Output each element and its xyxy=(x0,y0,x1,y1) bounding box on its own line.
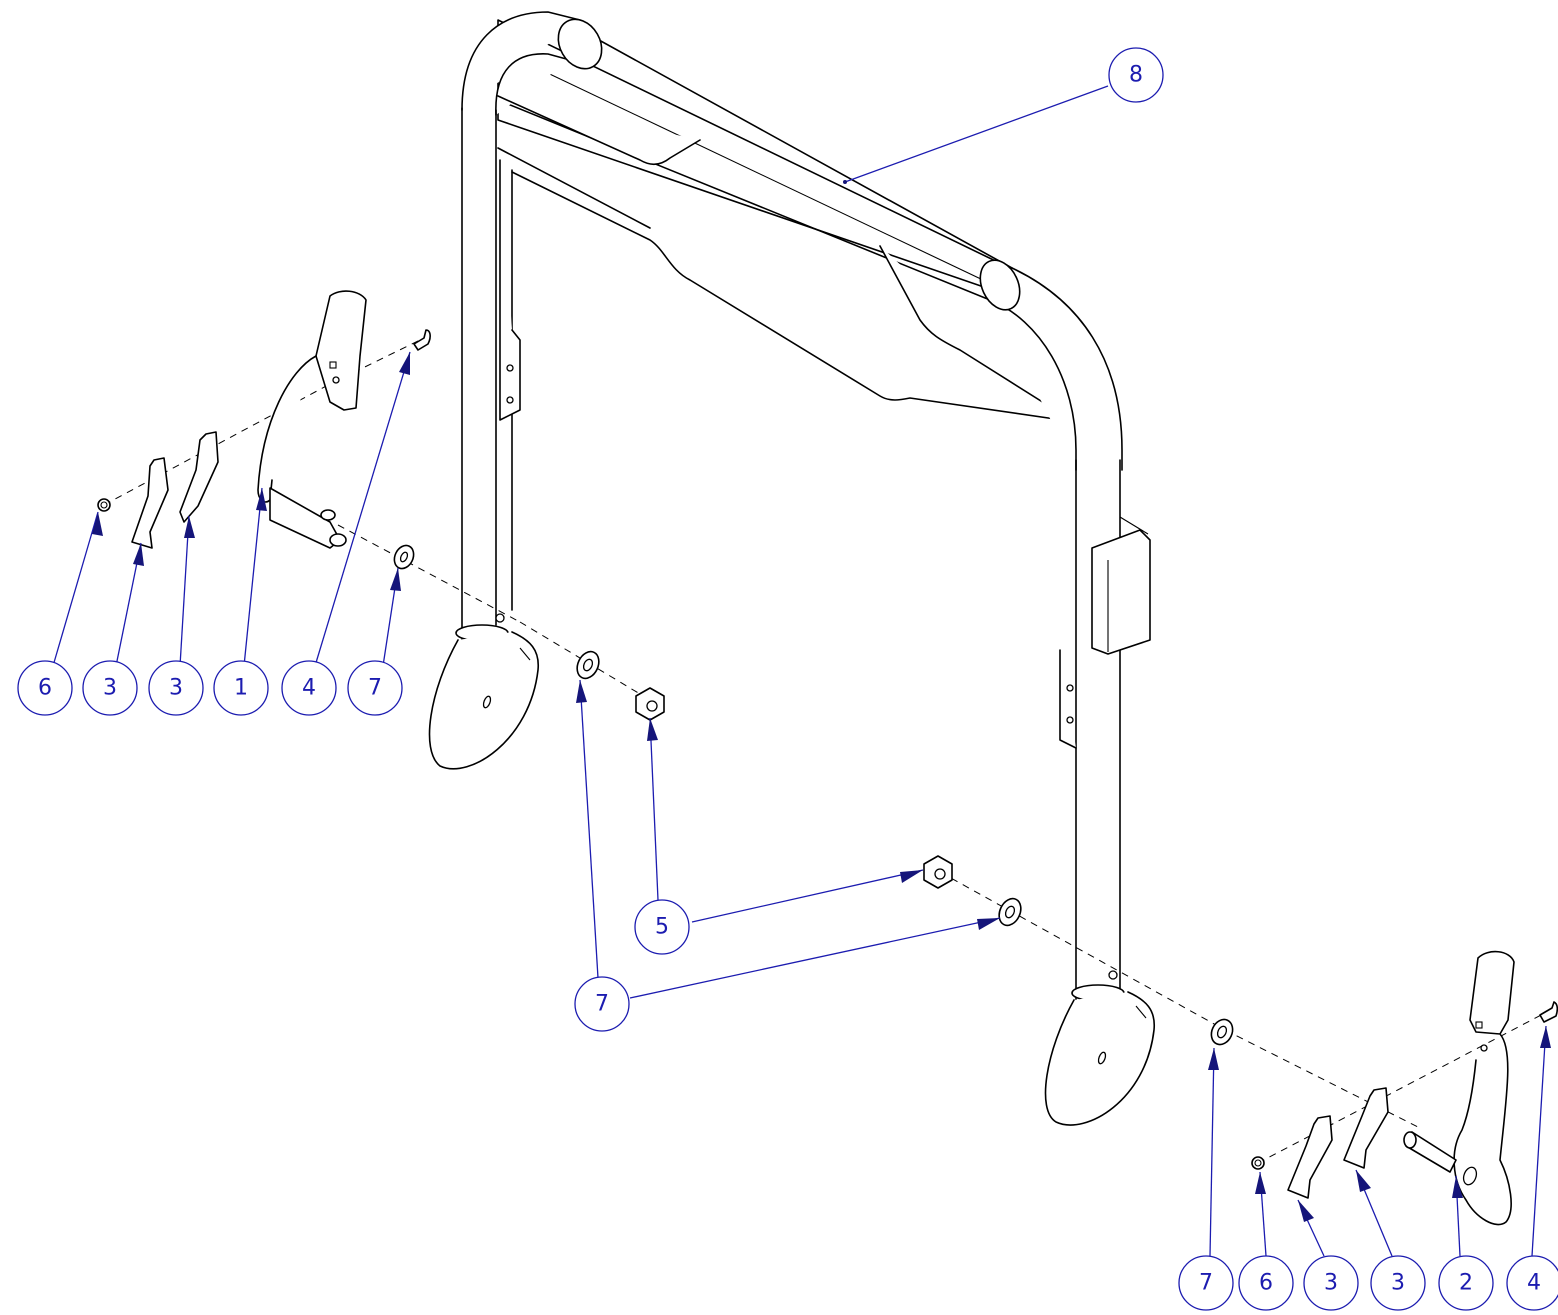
balloon-7-center: 7 xyxy=(574,976,630,1032)
nut-part-6-right xyxy=(1251,1156,1265,1170)
arrowhead-3-right-b xyxy=(1356,1170,1371,1192)
balloon-4-left: 4 xyxy=(281,660,337,716)
clip-part-3-left-a xyxy=(131,457,169,549)
balloon-label: 3 xyxy=(1391,1271,1405,1296)
clip-part-3-right-b xyxy=(1343,1087,1389,1169)
balloon-label: 1 xyxy=(234,676,248,701)
balloon-label: 6 xyxy=(38,676,52,701)
balloons: 6 3 3 1 4 7 8 5 xyxy=(17,47,1558,1311)
arrowhead-6-left xyxy=(92,512,103,536)
arrowhead-1 xyxy=(256,488,267,511)
balloon-3-right-b: 3 xyxy=(1370,1255,1426,1311)
balloon-label: 2 xyxy=(1459,1271,1473,1296)
balloon-1: 1 xyxy=(213,660,269,716)
nut-part-5-lower xyxy=(923,855,953,889)
balloon-label: 5 xyxy=(655,915,669,940)
clip-part-3-right-a xyxy=(1287,1115,1333,1199)
arrowhead-6-right xyxy=(1255,1172,1266,1194)
arrowhead-4-right xyxy=(1540,1026,1551,1048)
arrowhead-5-upper xyxy=(647,718,658,741)
nut-part-6-left xyxy=(97,498,111,512)
clip-part-3-left-b xyxy=(179,431,219,523)
balloon-7-left: 7 xyxy=(347,660,403,716)
arrowhead-3-left-b xyxy=(184,516,195,538)
balloon-label: 3 xyxy=(169,676,183,701)
arrowhead-7-left xyxy=(390,568,401,591)
balloon-5: 5 xyxy=(634,899,690,955)
balloon-3-right-a: 3 xyxy=(1303,1255,1359,1311)
balloon-label: 7 xyxy=(1199,1271,1213,1296)
balloon-label: 4 xyxy=(1527,1271,1541,1296)
bolt-part-4-left xyxy=(413,329,431,351)
balloon-8: 8 xyxy=(1108,47,1164,103)
washer-part-7-center-upper xyxy=(576,650,600,680)
balloon-2: 2 xyxy=(1438,1255,1494,1311)
balloon-label: 7 xyxy=(595,992,609,1017)
leader-lines xyxy=(52,85,1547,1257)
balloon-label: 6 xyxy=(1259,1271,1273,1296)
balloon-label: 8 xyxy=(1129,63,1143,88)
balloon-label: 7 xyxy=(368,676,382,701)
balloon-3-left-b: 3 xyxy=(148,660,204,716)
nut-part-5-upper xyxy=(635,687,665,721)
balloon-3-left-a: 3 xyxy=(82,660,138,716)
balloon-label: 4 xyxy=(302,676,316,701)
arrowhead-7-right xyxy=(1208,1048,1219,1070)
washer-part-7-center-lower xyxy=(998,897,1022,927)
balloon-label: 3 xyxy=(1324,1271,1338,1296)
arrowhead-3-right-a xyxy=(1298,1200,1314,1222)
leader-arrowheads xyxy=(92,352,1551,1222)
washer-part-7-right xyxy=(1210,1018,1234,1046)
bolt-part-4-right xyxy=(1539,1001,1558,1023)
centerlines xyxy=(103,339,1546,1164)
lever-part-1 xyxy=(257,290,367,549)
arrowhead-7-center-lower xyxy=(977,918,1000,930)
arrowhead-4-left xyxy=(399,352,410,375)
arrowhead-2 xyxy=(1452,1176,1463,1198)
balloon-6-right: 6 xyxy=(1238,1255,1294,1311)
arrowhead-7-center-upper xyxy=(576,680,587,703)
washer-part-7-left xyxy=(393,544,415,570)
balloon-4-right: 4 xyxy=(1506,1255,1558,1311)
balloon-label: 3 xyxy=(103,676,117,701)
balloon-7-right: 7 xyxy=(1178,1255,1234,1311)
frame-part-8 xyxy=(428,11,1155,1126)
arrowhead-5-lower xyxy=(900,870,923,883)
lever-part-2 xyxy=(1403,950,1515,1226)
balloon-6-left: 6 xyxy=(17,660,73,716)
arrowhead-3-left-a xyxy=(133,543,144,566)
